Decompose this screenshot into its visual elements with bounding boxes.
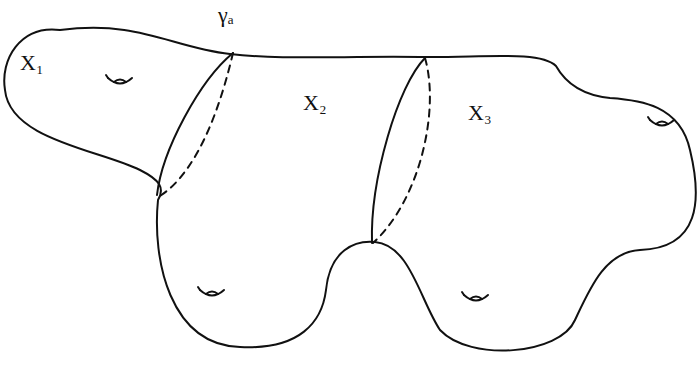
region-label: X₃ (468, 102, 492, 124)
handle-symbol (198, 287, 224, 296)
handle-symbol (648, 117, 674, 126)
region-label: X₂ (303, 92, 327, 114)
handle-symbol (106, 75, 132, 84)
curve-label: γₐ (218, 4, 234, 26)
handle-symbol (462, 292, 488, 301)
region-label: X₁ (20, 52, 44, 74)
cut-curve-back (373, 58, 430, 243)
cut-curve-back (160, 53, 233, 196)
surface-outline (4, 28, 696, 351)
cut-curve-front (372, 58, 425, 243)
cut-curve-front (157, 53, 233, 195)
